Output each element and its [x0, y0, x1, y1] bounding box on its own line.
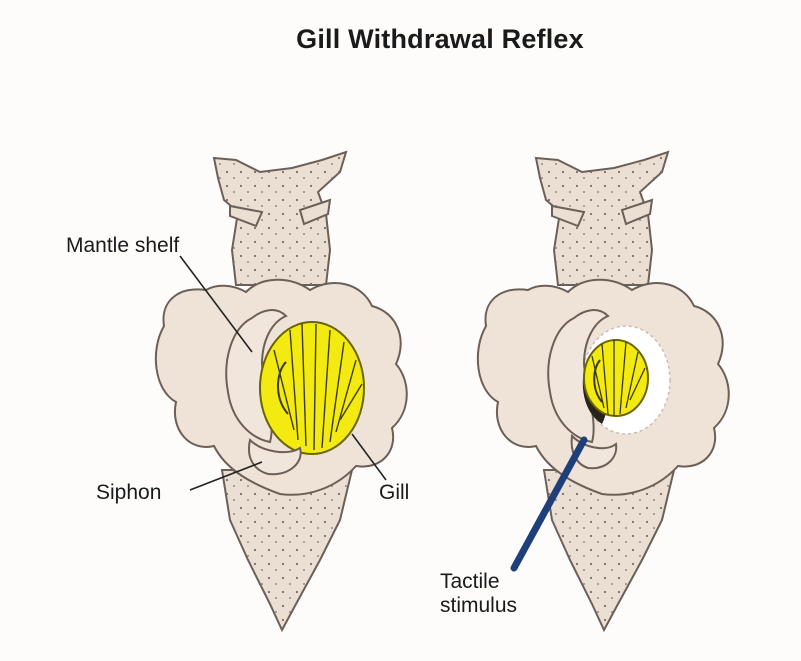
figure-title: Gill Withdrawal Reflex — [296, 24, 584, 54]
label-tactile-line2: stimulus — [440, 594, 518, 617]
gill-leader — [351, 433, 387, 481]
label-gill: Gill — [379, 481, 410, 504]
siphon-leader — [189, 461, 263, 491]
label-siphon: Siphon — [96, 481, 162, 504]
label-tactile-line1: Tactile — [440, 570, 500, 593]
mantle-shelf-leader — [179, 255, 253, 353]
gill-extended — [259, 321, 365, 455]
siphon — [248, 438, 302, 476]
tactile-stimulus-probe — [510, 436, 588, 572]
mantle-shelf-right — [547, 309, 610, 444]
aplysia-relaxed — [154, 150, 408, 633]
aplysia-withdrawn — [476, 150, 730, 633]
gill-withdrawn — [583, 339, 649, 417]
label-mantle-shelf: Mantle shelf — [66, 234, 180, 257]
label-tactile-stimulus: Tactile stimulus — [440, 570, 550, 618]
